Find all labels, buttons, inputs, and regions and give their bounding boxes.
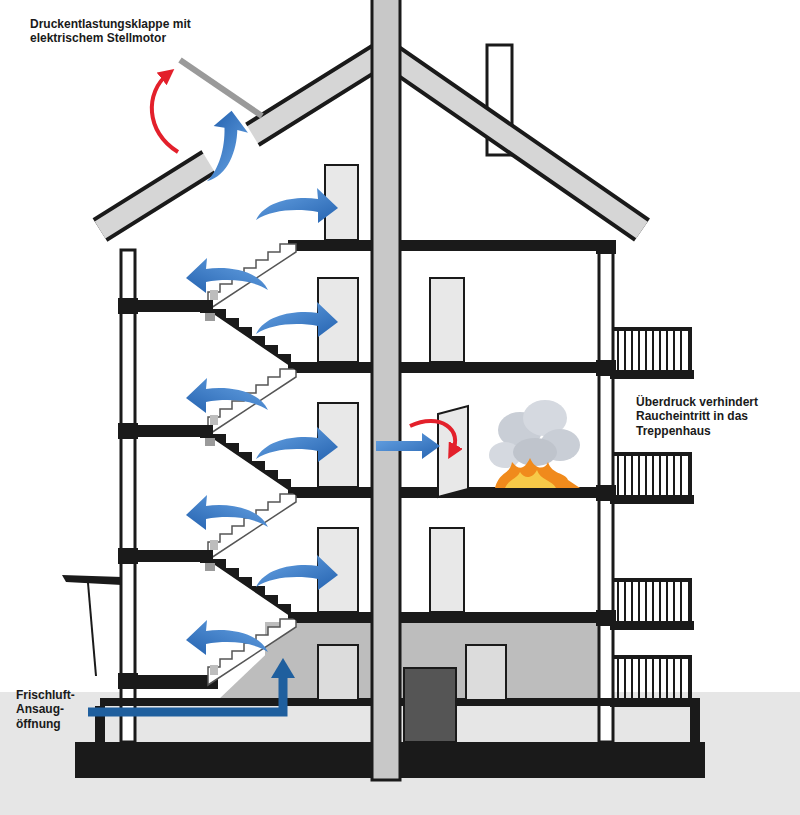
- callout-label: Überdruck verhindert Raucheintritt in da…: [636, 395, 786, 438]
- porch-canopy: [62, 575, 122, 676]
- stairs: [200, 244, 300, 685]
- motion-arrows: [152, 74, 455, 452]
- fire: [489, 400, 580, 488]
- callout-label: Druckentlastungsklappe mit elektrischem …: [30, 17, 230, 46]
- airflow-arrows: [186, 108, 440, 655]
- balconies: [610, 327, 694, 707]
- doors: [318, 165, 506, 742]
- chimney: [372, 0, 400, 780]
- callout-label: Frischluft- Ansaug- öffnung: [16, 688, 90, 731]
- walls: [118, 240, 616, 742]
- fresh-air-duct: [88, 658, 295, 712]
- relief-flap: [180, 60, 262, 116]
